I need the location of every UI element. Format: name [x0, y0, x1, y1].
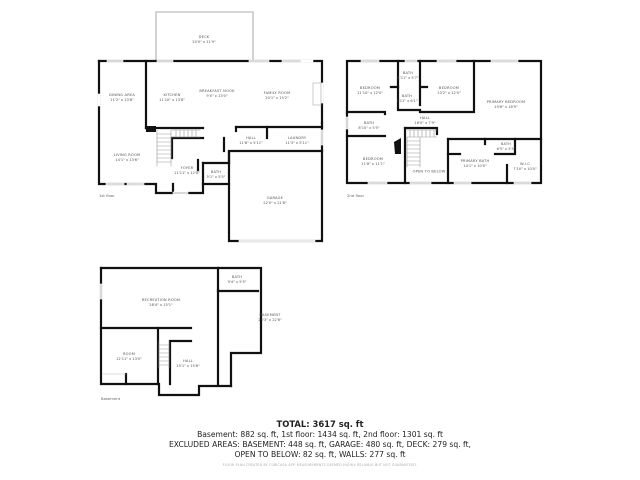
excluded-areas-continued: OPEN TO BELOW: 82 sq. ft, WALLS: 277 sq.…: [234, 450, 406, 459]
second-floor-label: 2nd floor: [347, 193, 365, 198]
area-summary: TOTAL: 3617 sq. ft Basement: 882 sq. ft,…: [0, 419, 640, 460]
disclaimer: FLOOR PLAN CREATED BY CUBICASA APP. MEAS…: [222, 463, 418, 467]
first-floor-label: 1st floor: [99, 193, 115, 198]
room-open-to-below: OPEN TO BELOW: [412, 169, 446, 174]
excluded-areas: EXCLUDED AREAS: BASEMENT: 448 sq. ft, GA…: [169, 440, 471, 449]
first-floor-walls: [97, 11, 324, 243]
floor-areas: Basement: 882 sq. ft, 1st floor: 1434 sq…: [197, 430, 443, 439]
basement-walls: [99, 266, 263, 397]
basement-label: Basement: [101, 396, 121, 401]
total-area: TOTAL: 3617 sq. ft: [276, 419, 364, 429]
second-floor-walls: [345, 59, 543, 185]
